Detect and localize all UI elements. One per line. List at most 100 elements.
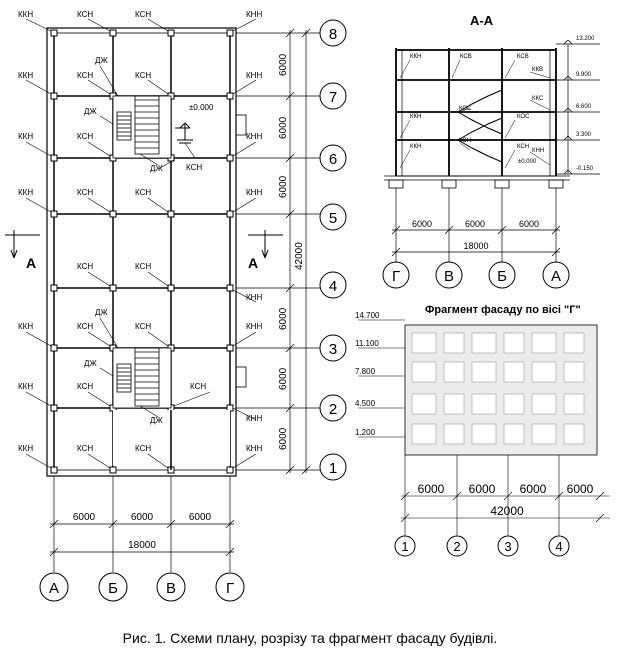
svg-text:2: 2 <box>453 539 460 554</box>
svg-text:6000: 6000 <box>469 482 496 496</box>
svg-text:-0.150: -0.150 <box>576 166 594 172</box>
axis-7-label: 7 <box>329 89 337 106</box>
facade-axis-labels: 1 2 3 4 <box>401 539 562 554</box>
svg-text:42000: 42000 <box>490 504 524 518</box>
figure-caption: Рис. 1. Схеми плану, розрізу та фрагмент… <box>122 630 498 646</box>
plan-right-dimensions <box>236 28 322 475</box>
svg-text:6000: 6000 <box>278 53 289 76</box>
section-dimensions <box>391 188 561 268</box>
section-mark-left: А <box>26 255 36 271</box>
plan-outer-wall <box>46 27 237 477</box>
svg-text:КСВ: КСВ <box>460 54 472 60</box>
svg-text:ККН: ККН <box>410 114 421 120</box>
plan-section-cut <box>5 230 283 259</box>
plan-knn-label: КНН <box>246 188 262 197</box>
svg-text:В: В <box>444 268 454 285</box>
plan-knn-label: КНН <box>246 132 262 141</box>
plan-view <box>46 27 247 477</box>
plan-ksn-label: КСН <box>77 132 93 141</box>
axis-a-label: А <box>49 580 59 597</box>
plan-knn-label: КНН <box>246 71 262 80</box>
facade-dim-labels: 6000 6000 6000 6000 42000 <box>418 482 594 518</box>
axis-b-label: Б <box>108 580 118 597</box>
svg-text:КСВ: КСВ <box>517 54 529 60</box>
plan-kkn-label: ККН <box>18 132 33 141</box>
svg-text:1: 1 <box>401 539 408 554</box>
svg-text:6000: 6000 <box>567 482 594 496</box>
plan-kkn-label: ККН <box>18 188 33 197</box>
plan-dzh-label: ДЖ <box>95 308 108 317</box>
plan-ksn-label: КСН <box>77 382 93 391</box>
plan-right-dim-labels: 6000 6000 6000 6000 6000 6000 42000 <box>278 53 305 450</box>
svg-text:6000: 6000 <box>418 482 445 496</box>
svg-text:ККН: ККН <box>410 54 421 60</box>
section-mark-right: А <box>248 255 258 271</box>
plan-col-axes <box>39 572 245 602</box>
svg-text:ККВ: ККВ <box>532 67 543 73</box>
axis-8-label: 8 <box>329 26 337 43</box>
plan-ksn-label: КСН <box>190 382 206 391</box>
plan-ksn-label: КСН <box>77 10 93 19</box>
svg-text:КОС: КОС <box>517 114 530 120</box>
plan-ksn-label: КСН <box>77 188 93 197</box>
plan-kkn-label: ККН <box>18 10 33 19</box>
svg-text:6000: 6000 <box>412 219 432 229</box>
svg-text:6000: 6000 <box>519 219 539 229</box>
plan-ksn-label: КСН <box>135 444 151 453</box>
section-labels: ККН КСВ КСВ ККВ ККС ККН КОС КОС ККН КСН … <box>410 36 595 172</box>
svg-text:6000: 6000 <box>465 219 485 229</box>
plan-dzh-label: ДЖ <box>84 107 97 116</box>
svg-text:±0.000: ±0.000 <box>518 159 537 165</box>
plan-kkn-label: ККН <box>18 382 33 391</box>
svg-text:6000: 6000 <box>278 307 289 330</box>
plan-leaders <box>25 18 257 469</box>
axis-v-label: В <box>166 580 176 597</box>
svg-text:КСН: КСН <box>459 138 471 144</box>
svg-text:13.200: 13.200 <box>576 36 595 42</box>
plan-staircase-upper <box>112 95 172 159</box>
axis-6-label: 6 <box>329 151 337 168</box>
plan-knn-label: КНН <box>246 10 262 19</box>
plan-knn-label: КНН <box>246 293 262 302</box>
plan-col-axis-labels: А Б В Г <box>49 580 234 597</box>
section-dim-labels: 6000 6000 6000 18000 <box>412 219 539 251</box>
axis-5-label: 5 <box>329 210 337 227</box>
plan-knn-label: КНН <box>246 444 262 453</box>
plan-dzh-label: ДЖ <box>150 164 163 173</box>
section-axes <box>382 261 570 289</box>
svg-text:18000: 18000 <box>463 241 488 251</box>
svg-text:4.500: 4.500 <box>355 399 376 408</box>
svg-text:6000: 6000 <box>520 482 547 496</box>
svg-text:ККН: ККН <box>410 144 421 150</box>
svg-text:6000: 6000 <box>278 175 289 198</box>
svg-text:Г: Г <box>392 268 400 285</box>
plan-ksn-label: КСН <box>135 10 151 19</box>
plan-level-label: ±0.000 <box>189 103 214 112</box>
facade-view <box>358 319 610 545</box>
svg-text:42000: 42000 <box>294 242 305 270</box>
svg-text:6.600: 6.600 <box>576 104 592 110</box>
axis-3-label: 3 <box>329 341 337 358</box>
svg-text:9.900: 9.900 <box>576 72 592 78</box>
plan-ksn-label: КСН <box>186 163 202 172</box>
svg-text:КНН: КНН <box>532 148 544 154</box>
svg-text:4: 4 <box>555 539 562 554</box>
svg-text:6000: 6000 <box>189 512 212 523</box>
svg-text:1.200: 1.200 <box>355 428 376 437</box>
plan-row-axis-labels: 8 7 6 5 4 3 2 1 <box>329 26 337 477</box>
plan-dzh-label: ДЖ <box>95 56 108 65</box>
section-title: А-А <box>470 13 494 28</box>
svg-text:6000: 6000 <box>73 512 96 523</box>
facade-axes <box>394 535 570 557</box>
svg-text:6000: 6000 <box>131 512 154 523</box>
plan-ksn-label: КСН <box>77 71 93 80</box>
plan-ksn-label: КСН <box>135 322 151 331</box>
svg-text:3.300: 3.300 <box>576 132 592 138</box>
svg-text:11.100: 11.100 <box>355 339 379 348</box>
axis-2-label: 2 <box>329 401 337 418</box>
plan-kkn-label: ККН <box>18 322 33 331</box>
plan-kkn-label: ККН <box>18 71 33 80</box>
facade-title: Фрагмент фасаду по вісі "Г" <box>425 304 581 316</box>
plan-dzh-label: ДЖ <box>150 416 163 425</box>
